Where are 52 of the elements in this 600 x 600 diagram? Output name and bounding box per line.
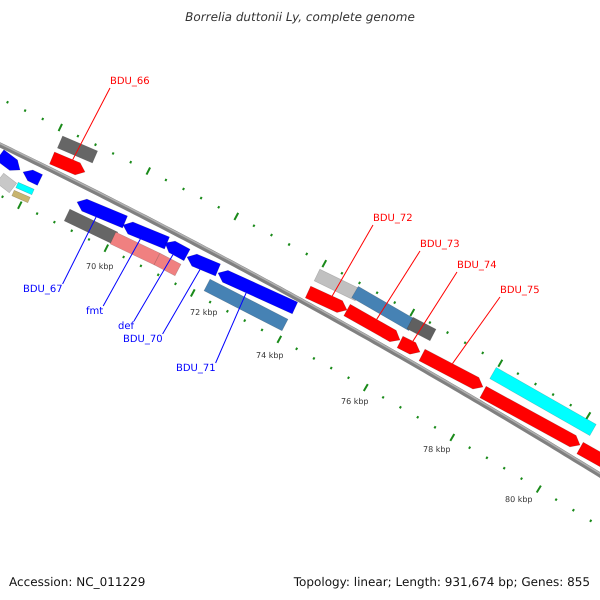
- leader-line: [332, 224, 374, 296]
- gene-feature: [304, 286, 348, 313]
- genome-info-text: Topology: linear; Length: 931,674 bp; Genes: 855: [294, 575, 590, 589]
- gene-label: BDU_75: [500, 285, 540, 297]
- gene-feature: [22, 170, 43, 186]
- gene-feature: [11, 190, 31, 204]
- gene-feature: [154, 252, 182, 276]
- gene-feature: [0, 149, 20, 171]
- gene-label: BDU_67: [23, 284, 63, 296]
- gene-label: BDU_73: [420, 239, 460, 251]
- diagram-title: Borrelia duttonii Ly, complete genome: [184, 10, 416, 24]
- gene-label: BDU_66: [110, 76, 150, 88]
- scale-label: 78 kbp: [423, 445, 451, 455]
- gene-feature: [218, 270, 298, 314]
- leader-line: [72, 88, 110, 160]
- gene-feature: [418, 348, 484, 390]
- scale-label: 74 kbp: [256, 351, 284, 361]
- leader-line: [412, 272, 458, 342]
- gene-feature: [57, 136, 98, 164]
- gene-feature: [576, 442, 600, 468]
- scale-label: 70 kbp: [86, 262, 114, 272]
- gene-label: def: [118, 321, 134, 333]
- gene-feature: [396, 336, 420, 355]
- leader-line: [162, 269, 200, 334]
- leader-line: [376, 250, 420, 320]
- gene-feature: [0, 172, 18, 194]
- gene-feature: [489, 367, 597, 436]
- gene-label: BDU_70: [123, 334, 163, 346]
- leader-line: [134, 254, 174, 322]
- gene-feature: [49, 152, 86, 176]
- leader-line: [215, 292, 247, 364]
- gene-label: BDU_71: [176, 363, 216, 375]
- gene-feature: [343, 304, 400, 342]
- gene-feature: [406, 316, 436, 342]
- gene-feature: [480, 386, 580, 448]
- accession-text: Accession: NC_011229: [9, 575, 146, 589]
- gene-feature: [76, 198, 128, 228]
- scale-label: 72 kbp: [190, 308, 218, 318]
- gene-feature: [64, 208, 118, 244]
- gene-feature: [15, 182, 35, 196]
- scale-label: 76 kbp: [341, 397, 369, 407]
- leader-line: [102, 238, 141, 306]
- gene-feature: [204, 278, 288, 332]
- leader-line: [452, 296, 500, 364]
- gene-feature: [186, 254, 221, 276]
- gene-feature: [164, 240, 190, 262]
- scale-label: 80 kbp: [505, 495, 533, 505]
- gene-label: BDU_74: [457, 260, 497, 272]
- gene-label: BDU_72: [373, 213, 413, 225]
- gene-feature: [122, 222, 170, 250]
- leader-line: [62, 216, 97, 284]
- gene-label: fmt: [86, 306, 104, 318]
